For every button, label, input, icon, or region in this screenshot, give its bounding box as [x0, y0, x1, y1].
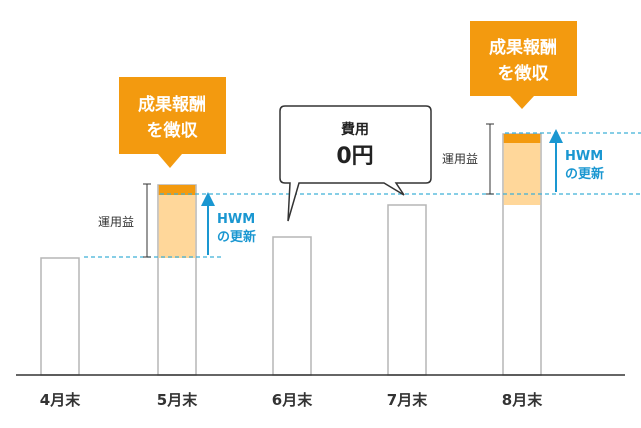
- bar-4: [387, 204, 427, 376]
- x-label-apr: 4月末: [40, 391, 81, 409]
- x-label-jul: 7月末: [387, 391, 428, 409]
- x-label-may: 5月末: [157, 391, 198, 409]
- fee-callout-may-line1: 成果報酬: [138, 94, 206, 115]
- hwm-label-may-1: HWM: [217, 212, 255, 227]
- hwm-label-aug-2: の更新: [565, 166, 604, 182]
- cost-bubble-label: 費用: [341, 121, 369, 138]
- profit-bracket-may: [143, 183, 151, 258]
- hwm-label-may-2: の更新: [217, 229, 256, 245]
- bars: [40, 133, 542, 376]
- cost-bubble-value: 0円: [336, 144, 373, 169]
- hwm-label-aug-1: HWM: [565, 149, 603, 164]
- fee-callout-aug-line1: 成果報酬: [489, 37, 557, 58]
- bar-1: [40, 257, 80, 376]
- profit-label-aug: 運用益: [442, 152, 478, 166]
- x-label-jun: 6月末: [272, 391, 313, 409]
- fee-callout-may-line2: を徴収: [147, 120, 199, 141]
- bar-2-fee-segment: [158, 185, 196, 195]
- bar-3: [272, 236, 312, 376]
- x-label-aug: 8月末: [502, 391, 543, 409]
- bar-2-profit-segment: [158, 195, 196, 258]
- bar-5-profit-segment: [503, 143, 541, 205]
- profit-label-may: 運用益: [98, 215, 134, 229]
- cost-bubble: [279, 105, 432, 222]
- bar-5-fee-segment: [503, 134, 541, 143]
- fee-callout-may: [119, 77, 226, 168]
- fee-callout-aug-line2: を徴収: [498, 63, 550, 84]
- profit-bracket-aug: [486, 123, 494, 195]
- fee-callout-aug: [470, 21, 577, 109]
